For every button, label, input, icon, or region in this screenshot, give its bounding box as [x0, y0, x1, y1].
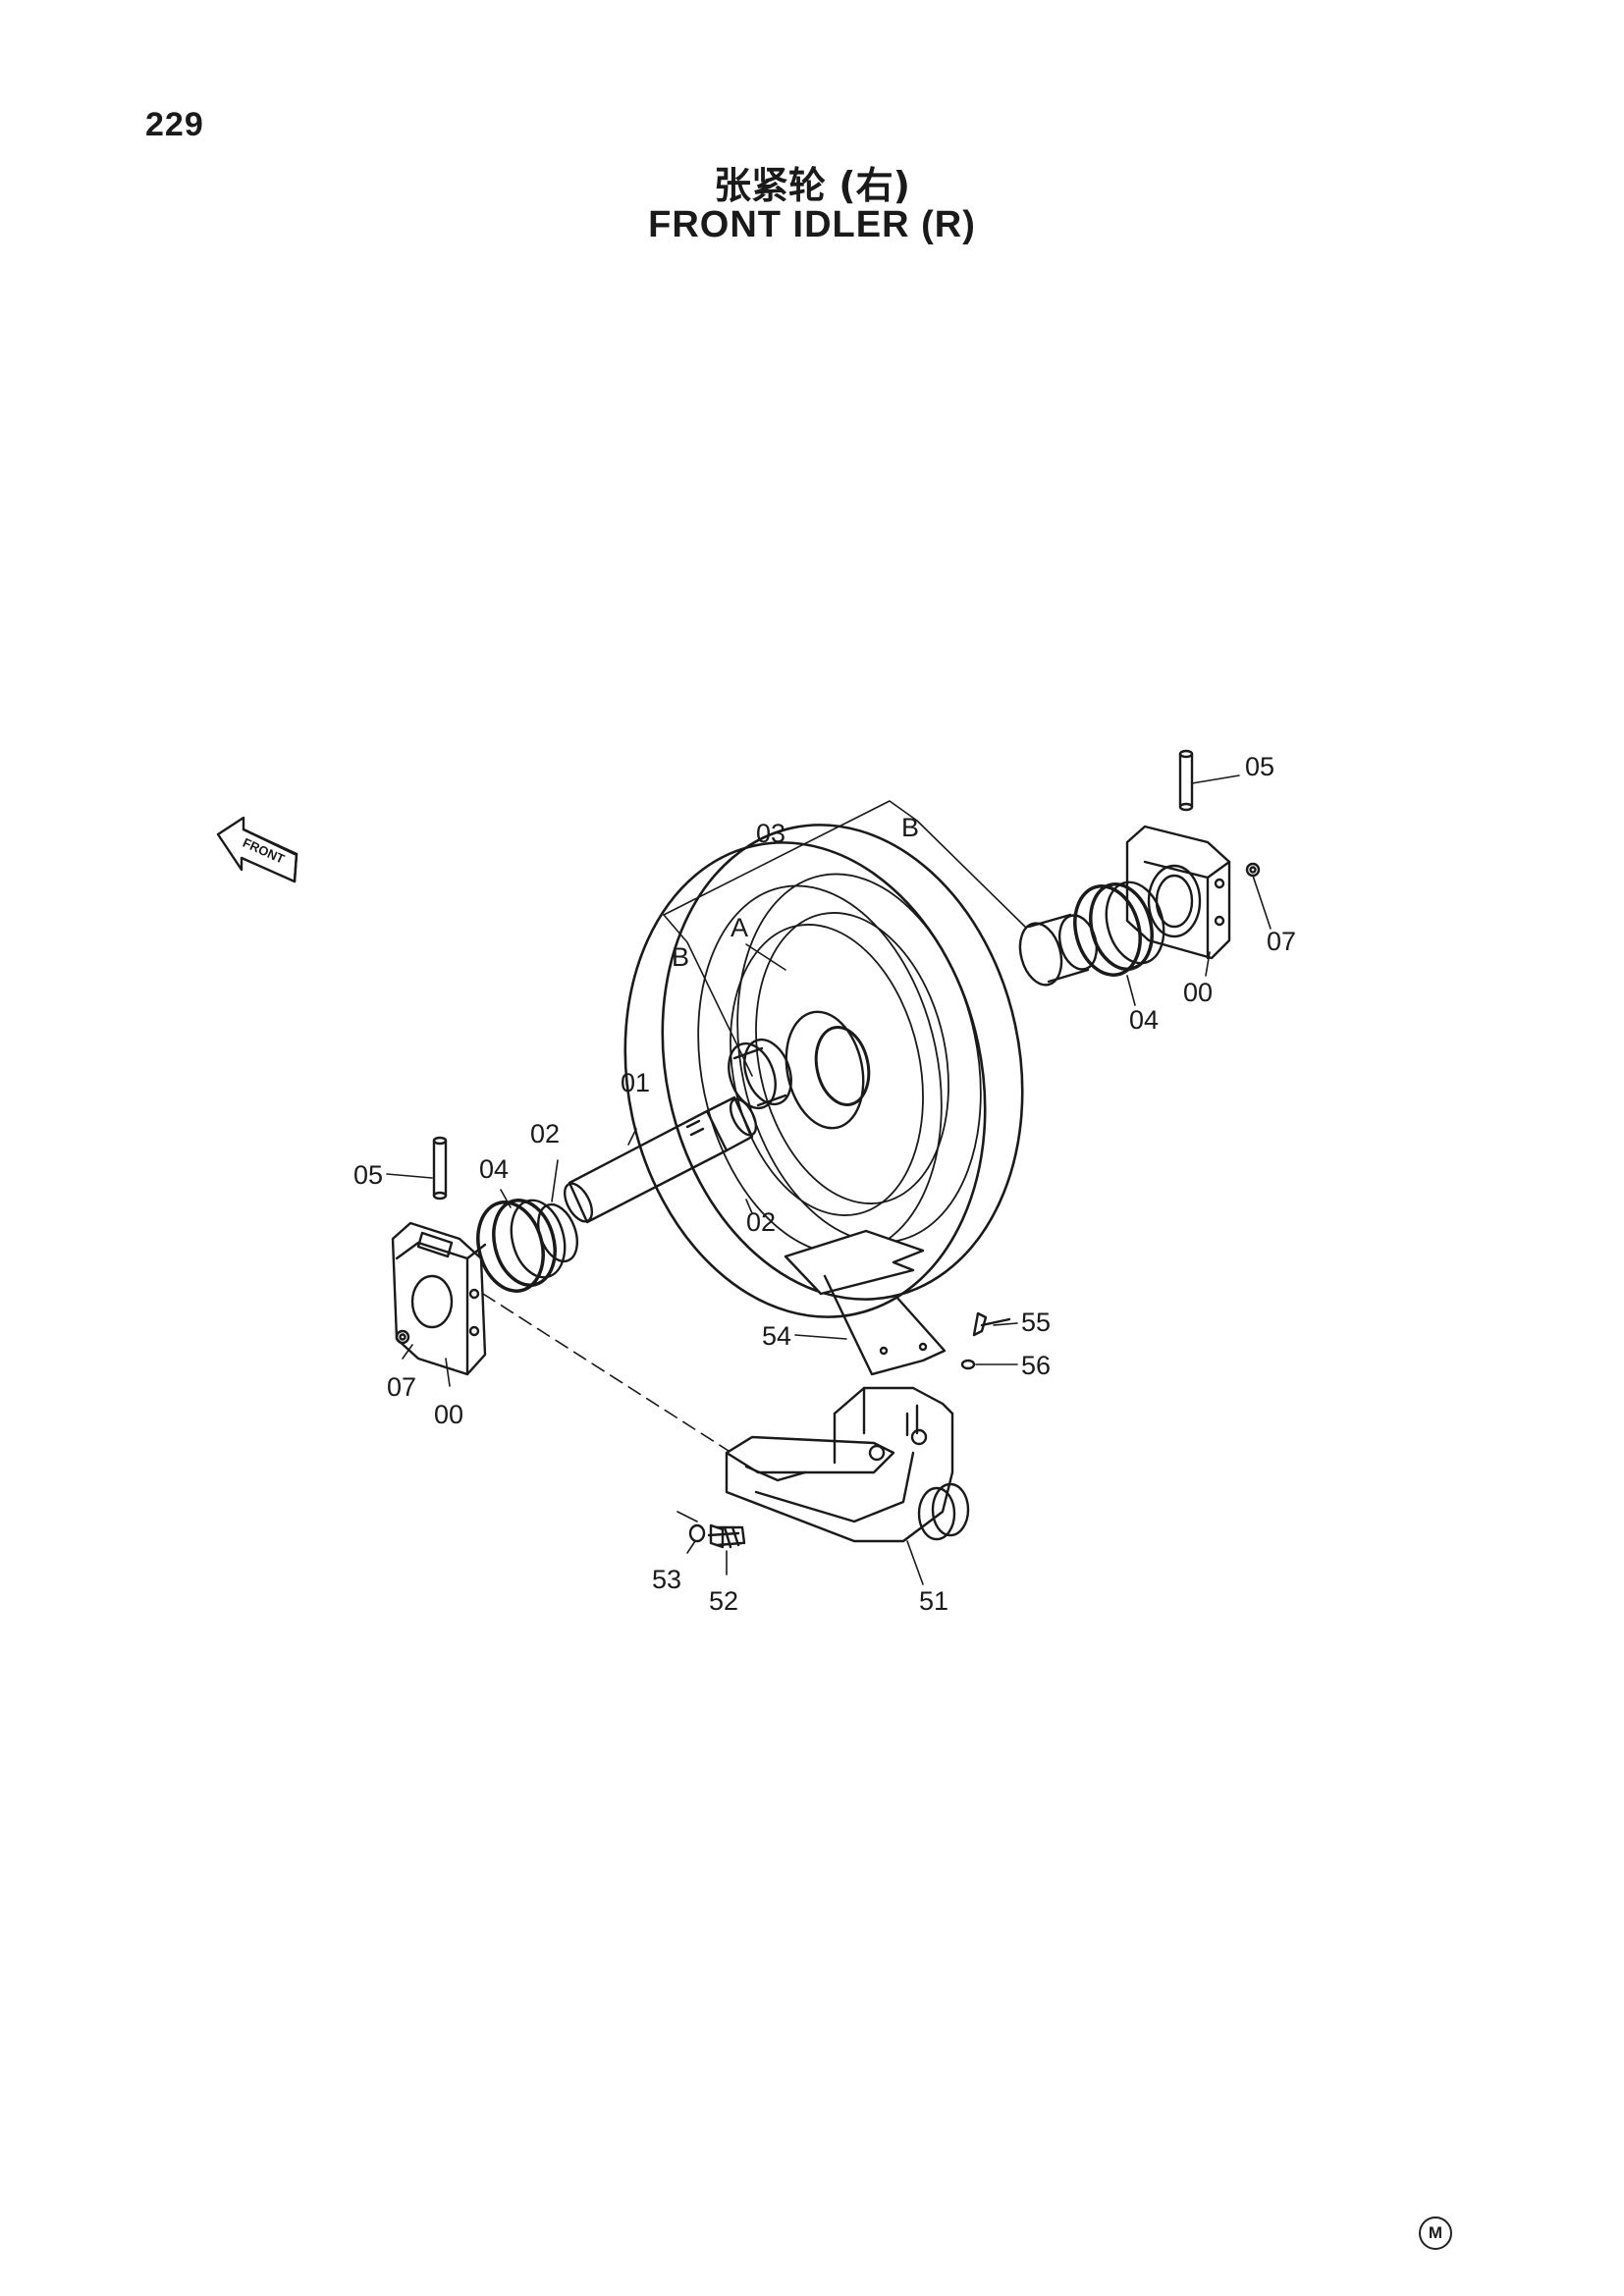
bracket-plate: [784, 1229, 947, 1376]
front-arrow-icon: FRONT: [216, 816, 298, 883]
bushing-right: [728, 1038, 792, 1110]
bracket-right: [1125, 825, 1231, 960]
callout-04-left: 04: [479, 1154, 509, 1184]
washer-56: [960, 1359, 976, 1370]
callout-02-lower: 02: [746, 1207, 776, 1237]
floating-seal-right: [1073, 881, 1165, 977]
callout-56: 56: [1021, 1351, 1051, 1380]
washer-53: [688, 1523, 706, 1543]
yoke: [725, 1386, 970, 1543]
bracket-left: [391, 1221, 487, 1376]
manufacturer-mark-icon: M: [1419, 2216, 1452, 2250]
callout-00-left: 00: [434, 1400, 463, 1429]
callout-51: 51: [919, 1586, 948, 1616]
callout-03: 03: [756, 819, 785, 848]
idler-wheel: [623, 824, 1024, 1318]
callout-07-left: 07: [387, 1372, 416, 1402]
callout-05-top: 05: [1245, 752, 1274, 781]
callout-52: 52: [709, 1586, 738, 1616]
callout-54: 54: [762, 1321, 791, 1351]
callout-00-right: 00: [1183, 978, 1213, 1007]
callout-04-right: 04: [1129, 1005, 1159, 1035]
callout-A: A: [731, 913, 748, 942]
plug-left: [395, 1329, 410, 1345]
callout-labels: 05 07 00 04 03 B A B 01 02 02 05 04 07 0…: [353, 752, 1296, 1616]
leader-lines: [386, 774, 1272, 1585]
callout-07-right: 07: [1267, 927, 1296, 956]
page-number: 229: [145, 106, 204, 143]
title-chinese: 张紧轮 (右): [714, 164, 910, 207]
shaft: [563, 1095, 758, 1224]
callout-05-left: 05: [353, 1160, 383, 1190]
pin-left: [432, 1136, 448, 1201]
callout-B-top: B: [901, 813, 919, 842]
plug-right: [1245, 862, 1261, 878]
callout-01: 01: [621, 1068, 650, 1097]
callout-B-left: B: [672, 942, 689, 972]
bolt-52: [707, 1523, 746, 1549]
callout-02-upper: 02: [530, 1119, 560, 1148]
callout-53: 53: [652, 1565, 681, 1594]
floating-seal-left: [476, 1199, 567, 1293]
collar-right: [1018, 913, 1099, 987]
pin-right: [1178, 749, 1194, 812]
bolt-55: [972, 1311, 1011, 1337]
title-english: FRONT IDLER (R): [648, 204, 976, 245]
callout-55: 55: [1021, 1308, 1051, 1337]
